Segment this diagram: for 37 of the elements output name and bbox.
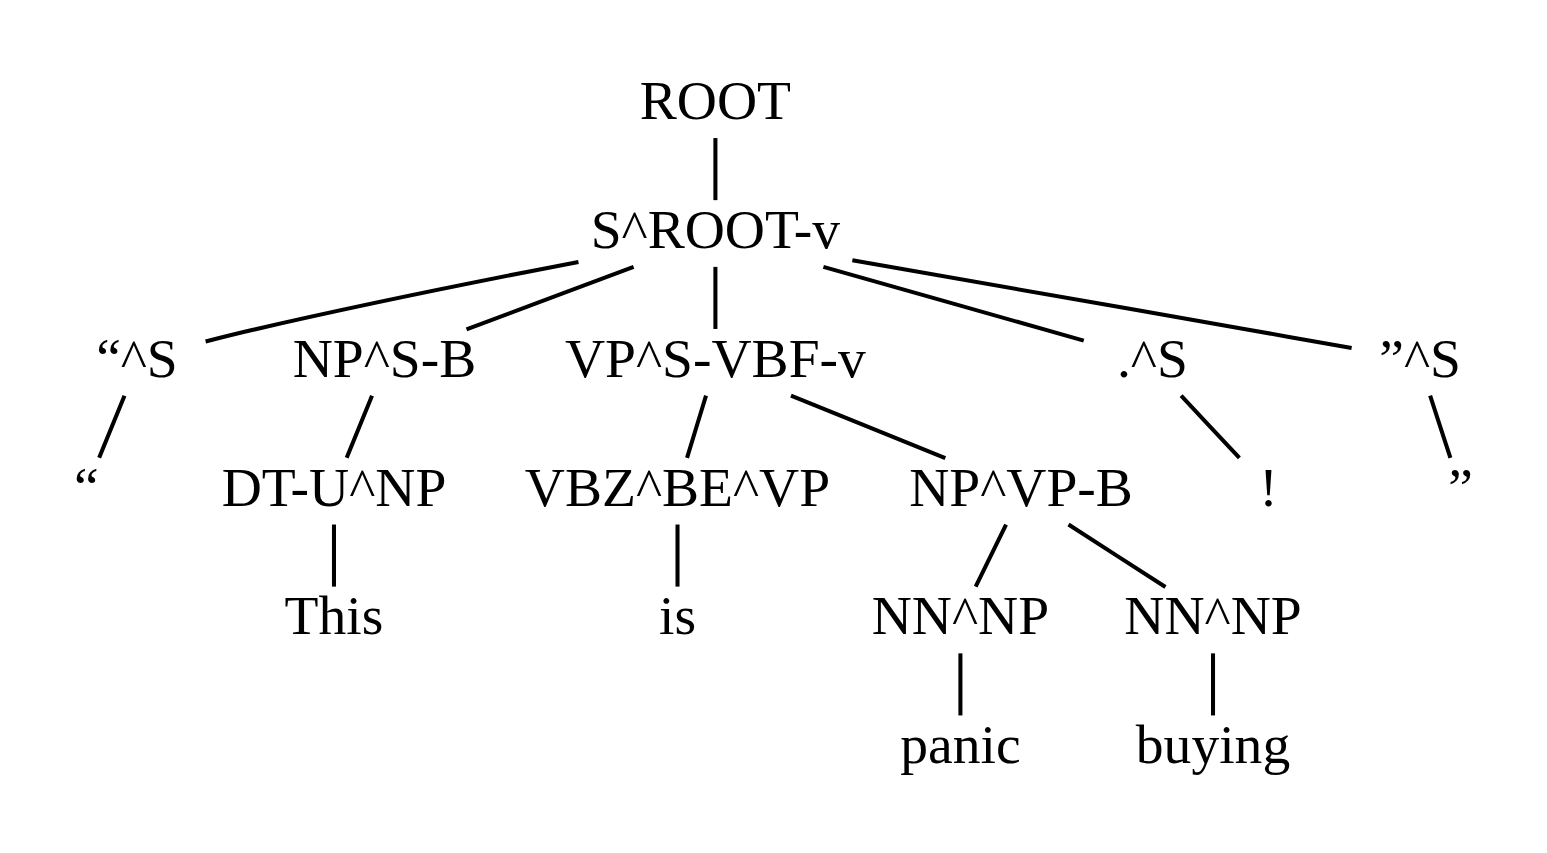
connector	[205, 259, 579, 343]
node-text: “	[74, 455, 99, 518]
node-text: This	[284, 583, 384, 646]
connector	[465, 264, 635, 331]
connector	[1428, 394, 1453, 458]
connector	[790, 393, 947, 460]
node-text: NN^NP	[1124, 583, 1302, 646]
node-text: S^ROOT-v	[590, 197, 841, 260]
connector	[331, 524, 336, 587]
node-text: “^S	[96, 326, 178, 389]
node-text: buying	[1135, 712, 1291, 775]
node-text: VP^S-VBF-v	[564, 326, 866, 389]
node-text: NP^S-B	[292, 326, 477, 389]
connector	[852, 257, 1352, 350]
connector	[958, 652, 963, 715]
node-text: ”^S	[1379, 326, 1461, 389]
node-text: NP^VP-B	[909, 455, 1133, 518]
connector	[973, 523, 1008, 587]
connector	[344, 394, 374, 459]
node-text: NN^NP	[871, 583, 1050, 646]
connector	[1067, 522, 1167, 589]
connector	[822, 264, 1085, 343]
connector	[675, 524, 680, 587]
node-text: VBZ^BE^VP	[524, 455, 831, 518]
node-text: panic	[900, 712, 1021, 775]
node-text: ROOT	[639, 68, 792, 131]
connector	[713, 266, 718, 329]
connector	[713, 137, 718, 200]
node-text: DT-U^NP	[221, 455, 447, 518]
node-text: .^S	[1116, 326, 1188, 389]
node-text: !	[1259, 455, 1278, 518]
connector	[1179, 393, 1241, 459]
connector	[685, 394, 708, 458]
node-text: is	[658, 583, 697, 646]
connector	[97, 394, 127, 459]
node-text: ”	[1448, 455, 1473, 518]
connector	[1211, 652, 1216, 715]
